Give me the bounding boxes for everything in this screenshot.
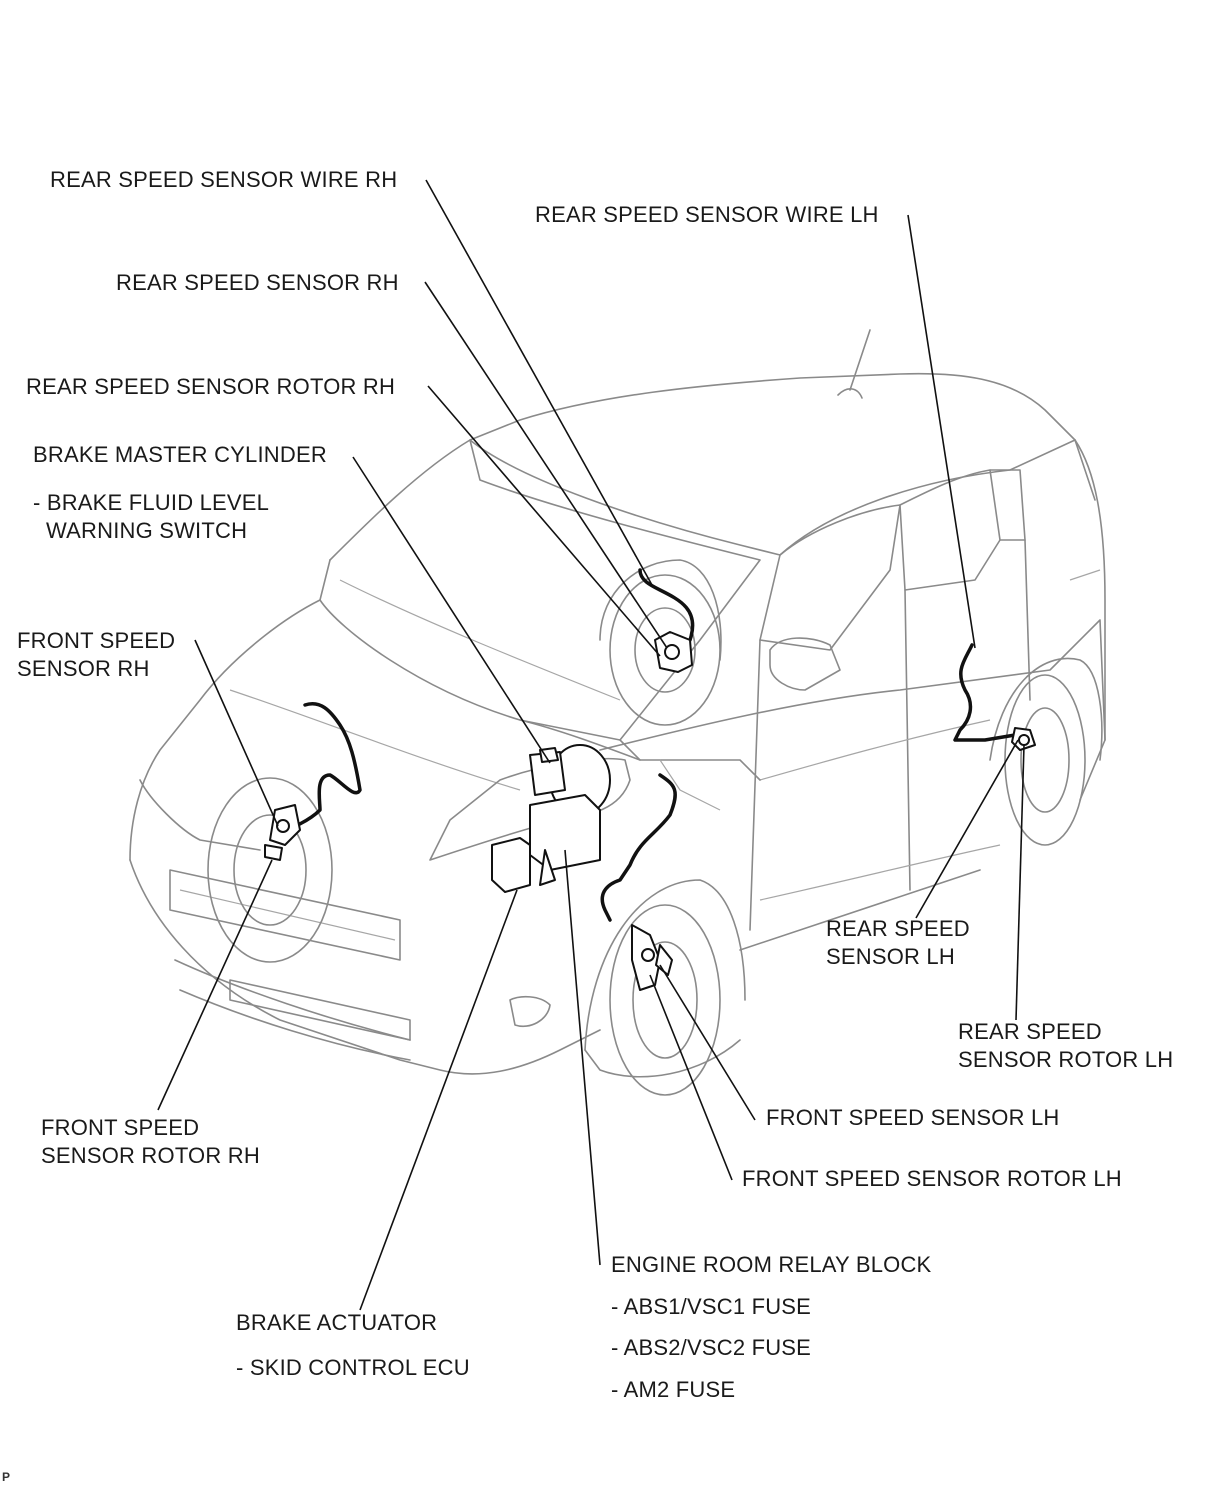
label-brake-actuator: BRAKE ACTUATOR — [236, 1310, 438, 1335]
label-line: FRONT SPEED — [41, 1115, 200, 1140]
label-front-speed-sensor-lh: FRONT SPEED SENSOR LH — [766, 1105, 1060, 1130]
label-line: WARNING SWITCH — [46, 518, 248, 543]
label-rear-speed-sensor-wire-lh: REAR SPEED SENSOR WIRE LH — [535, 202, 879, 227]
label-line: - BRAKE FLUID LEVEL — [33, 490, 270, 515]
leader-lines — [157, 179, 1025, 1311]
label-line: FRONT SPEED — [17, 628, 176, 653]
page-mark: P — [2, 1470, 11, 1484]
label-line: SENSOR RH — [17, 656, 150, 681]
label-front-speed-sensor-rh: FRONT SPEED SENSOR RH — [17, 627, 175, 683]
label-front-speed-sensor-rotor-lh: FRONT SPEED SENSOR ROTOR LH — [742, 1166, 1122, 1191]
label-line: SENSOR ROTOR LH — [958, 1047, 1174, 1072]
label-line: REAR SPEED — [826, 916, 970, 941]
label-rear-speed-sensor-rh: REAR SPEED SENSOR RH — [116, 270, 399, 295]
label-abs2-vsc2-fuse: - ABS2/VSC2 FUSE — [611, 1335, 812, 1360]
label-am2-fuse: - AM2 FUSE — [611, 1377, 736, 1402]
label-brake-fluid-level-warning-switch: - BRAKE FLUID LEVEL WARNING SWITCH — [33, 489, 269, 545]
label-rear-speed-sensor-rotor-rh: REAR SPEED SENSOR ROTOR RH — [26, 374, 396, 399]
label-brake-master-cylinder: BRAKE MASTER CYLINDER — [33, 442, 327, 467]
label-front-speed-sensor-rotor-rh: FRONT SPEED SENSOR ROTOR RH — [41, 1114, 260, 1170]
label-rear-speed-sensor-lh: REAR SPEED SENSOR LH — [826, 915, 970, 971]
label-engine-room-relay-block: ENGINE ROOM RELAY BLOCK — [611, 1252, 932, 1277]
label-line: SENSOR ROTOR RH — [41, 1143, 260, 1168]
label-abs1-vsc1-fuse: - ABS1/VSC1 FUSE — [611, 1294, 812, 1319]
label-rear-speed-sensor-wire-rh: REAR SPEED SENSOR WIRE RH — [50, 167, 398, 192]
label-rear-speed-sensor-rotor-lh: REAR SPEED SENSOR ROTOR LH — [958, 1018, 1173, 1074]
label-skid-control-ecu: - SKID CONTROL ECU — [236, 1355, 470, 1380]
car-outline — [129, 329, 1106, 1096]
label-line: SENSOR LH — [826, 944, 955, 969]
label-line: REAR SPEED — [958, 1019, 1102, 1044]
brake-components — [264, 568, 1036, 991]
